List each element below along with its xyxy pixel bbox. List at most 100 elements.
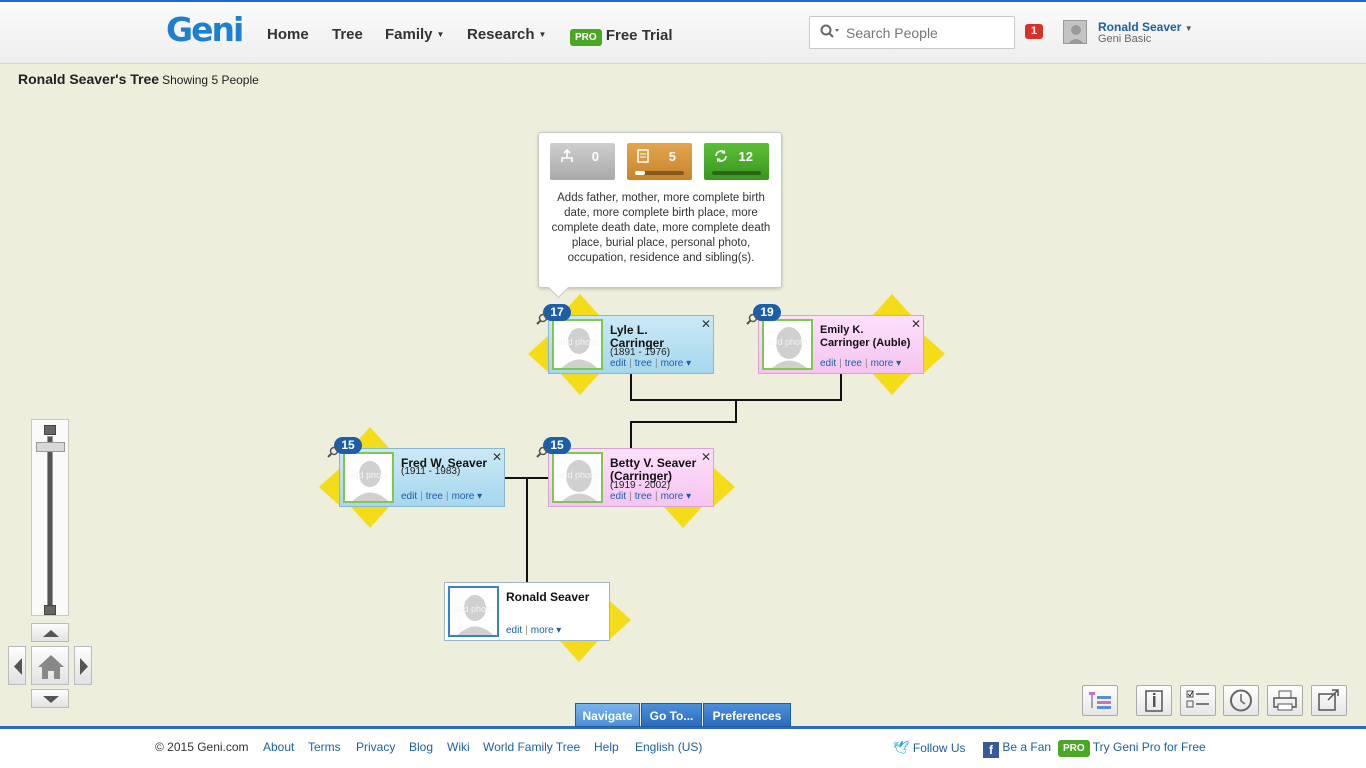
history-icon[interactable] xyxy=(1223,685,1259,716)
profile-photo[interactable]: add photo xyxy=(762,319,813,370)
tree-link[interactable]: tree xyxy=(634,491,652,502)
expand-down-arrow[interactable] xyxy=(560,641,598,662)
person-name[interactable]: Fred W. Seaver xyxy=(401,456,488,470)
expand-down-arrow[interactable] xyxy=(873,374,911,395)
more-link[interactable]: more ▾ xyxy=(660,358,692,369)
nav-research[interactable]: Research▼ xyxy=(467,26,546,43)
zoom-handle[interactable] xyxy=(36,442,65,452)
magnifier-icon[interactable] xyxy=(536,312,548,330)
person-card-lyle[interactable]: add photo Lyle L. Carringer (1891 - 1976… xyxy=(548,315,714,374)
footer-link-language[interactable]: English (US) xyxy=(635,740,703,754)
expand-down-arrow[interactable] xyxy=(351,507,389,528)
checklist-icon[interactable] xyxy=(1180,685,1216,716)
edit-link[interactable]: edit xyxy=(506,625,523,636)
free-trial-link[interactable]: PRO Free Trial xyxy=(570,27,673,46)
more-link[interactable]: more ▾ xyxy=(870,358,902,369)
geni-logo[interactable]: Geni xyxy=(166,10,244,49)
nav-family[interactable]: Family▼ xyxy=(385,26,444,43)
footer-link-privacy[interactable]: Privacy xyxy=(356,740,396,754)
person-card-fred[interactable]: add photo Fred W. Seaver (1911 - 1983) e… xyxy=(339,448,505,507)
info-icon[interactable] xyxy=(1136,685,1172,716)
expand-left-arrow[interactable] xyxy=(319,468,340,506)
footer-link-help[interactable]: Help xyxy=(594,740,619,754)
magnifier-icon[interactable] xyxy=(327,445,339,463)
profile-photo[interactable]: add photo xyxy=(343,452,394,503)
tab-preferences[interactable]: Preferences xyxy=(703,703,791,727)
notification-badge[interactable]: 1 xyxy=(1025,24,1043,39)
more-link[interactable]: more ▾ xyxy=(530,625,562,636)
footer-link-about[interactable]: About xyxy=(263,740,295,754)
match-count-badge[interactable]: 19 xyxy=(753,304,781,321)
try-pro-label: Try Geni Pro for Free xyxy=(1092,740,1206,754)
try-pro-link[interactable]: PRO Try Geni Pro for Free xyxy=(1058,740,1206,757)
person-name[interactable]: Betty V. Seaver (Carringer) xyxy=(610,456,697,483)
user-menu[interactable]: Ronald Seaver ▼ xyxy=(1098,20,1193,34)
pan-up-button[interactable] xyxy=(31,623,69,642)
stat-record-matches[interactable]: 5 xyxy=(627,143,692,180)
match-count-badge[interactable]: 15 xyxy=(334,437,362,454)
tooltip-description: Adds father, mother, more complete birth… xyxy=(551,192,771,264)
match-count-badge[interactable]: 15 xyxy=(543,437,571,454)
footer-link-wiki[interactable]: Wiki xyxy=(447,740,470,754)
edit-link[interactable]: edit xyxy=(401,491,418,502)
person-card-ronald[interactable]: add photo Ronald Seaver edit|more ▾ xyxy=(444,582,610,641)
more-link[interactable]: more ▾ xyxy=(660,491,692,502)
follow-us-link[interactable]: 🕊 Follow Us xyxy=(893,740,966,756)
nav-tree[interactable]: Tree xyxy=(332,26,363,43)
close-icon[interactable]: ✕ xyxy=(491,450,502,464)
tree-link[interactable]: tree xyxy=(425,491,443,502)
close-icon[interactable]: ✕ xyxy=(700,317,711,331)
stat-smart-matches[interactable]: 12 xyxy=(704,143,769,180)
search-input[interactable] xyxy=(846,23,1006,43)
expand-left-arrow[interactable] xyxy=(528,335,549,373)
tab-navigate[interactable]: Navigate xyxy=(575,703,640,727)
edit-link[interactable]: edit xyxy=(820,358,837,369)
pan-left-button[interactable] xyxy=(8,646,26,685)
person-name[interactable]: Ronald Seaver xyxy=(506,590,590,604)
magnifier-icon[interactable] xyxy=(746,312,758,330)
footer-link-blog[interactable]: Blog xyxy=(409,740,434,754)
close-icon[interactable]: ✕ xyxy=(700,450,711,464)
zoom-in-icon[interactable] xyxy=(44,425,56,435)
popout-icon[interactable] xyxy=(1311,685,1347,716)
match-count-badge[interactable]: 17 xyxy=(543,304,571,321)
search-icon[interactable] xyxy=(820,24,840,45)
expand-right-arrow[interactable] xyxy=(610,601,631,639)
person-name[interactable]: Lyle L. Carringer xyxy=(610,323,665,350)
expand-down-arrow[interactable] xyxy=(664,507,702,528)
tree-link[interactable]: tree xyxy=(634,358,652,369)
profile-photo[interactable]: add photo xyxy=(552,452,603,503)
zoom-out-icon[interactable] xyxy=(44,605,56,615)
more-link[interactable]: more ▾ xyxy=(451,491,483,502)
be-a-fan-link[interactable]: f Be a Fan xyxy=(983,740,1051,758)
edit-link[interactable]: edit xyxy=(610,491,627,502)
stat-tree-matches[interactable]: 0 xyxy=(550,143,615,180)
expand-down-arrow[interactable] xyxy=(561,374,599,395)
tree-view-button[interactable] xyxy=(1082,685,1118,716)
person-card-emily[interactable]: add photo Emily K. Carringer (Auble) edi… xyxy=(758,315,924,374)
profile-photo[interactable]: add photo xyxy=(448,586,499,637)
print-icon[interactable] xyxy=(1267,685,1303,716)
person-card-betty[interactable]: add photo Betty V. Seaver (Carringer) (1… xyxy=(548,448,714,507)
user-plan: Geni Basic xyxy=(1098,33,1152,45)
nav-home[interactable]: Home xyxy=(267,26,309,43)
user-avatar[interactable] xyxy=(1063,20,1087,44)
home-button[interactable] xyxy=(31,646,69,685)
tab-goto[interactable]: Go To... xyxy=(641,703,702,727)
zoom-slider[interactable] xyxy=(31,419,69,616)
footer-link-terms[interactable]: Terms xyxy=(308,740,341,754)
footer-link-world-family-tree[interactable]: World Family Tree xyxy=(483,740,581,754)
pan-down-button[interactable] xyxy=(31,689,69,708)
card-links: edit|tree|more ▾ xyxy=(610,491,692,502)
close-icon[interactable]: ✕ xyxy=(910,317,921,331)
expand-up-arrow[interactable] xyxy=(873,294,911,315)
magnifier-icon[interactable] xyxy=(536,445,548,463)
expand-right-arrow[interactable] xyxy=(714,468,735,506)
pan-right-button[interactable] xyxy=(74,646,92,685)
user-name: Ronald Seaver xyxy=(1098,20,1182,34)
edit-link[interactable]: edit xyxy=(610,358,627,369)
person-name[interactable]: Emily K. Carringer (Auble) xyxy=(820,324,911,349)
expand-right-arrow[interactable] xyxy=(924,335,945,373)
profile-photo[interactable]: add photo xyxy=(552,319,603,370)
tree-link[interactable]: tree xyxy=(844,358,862,369)
